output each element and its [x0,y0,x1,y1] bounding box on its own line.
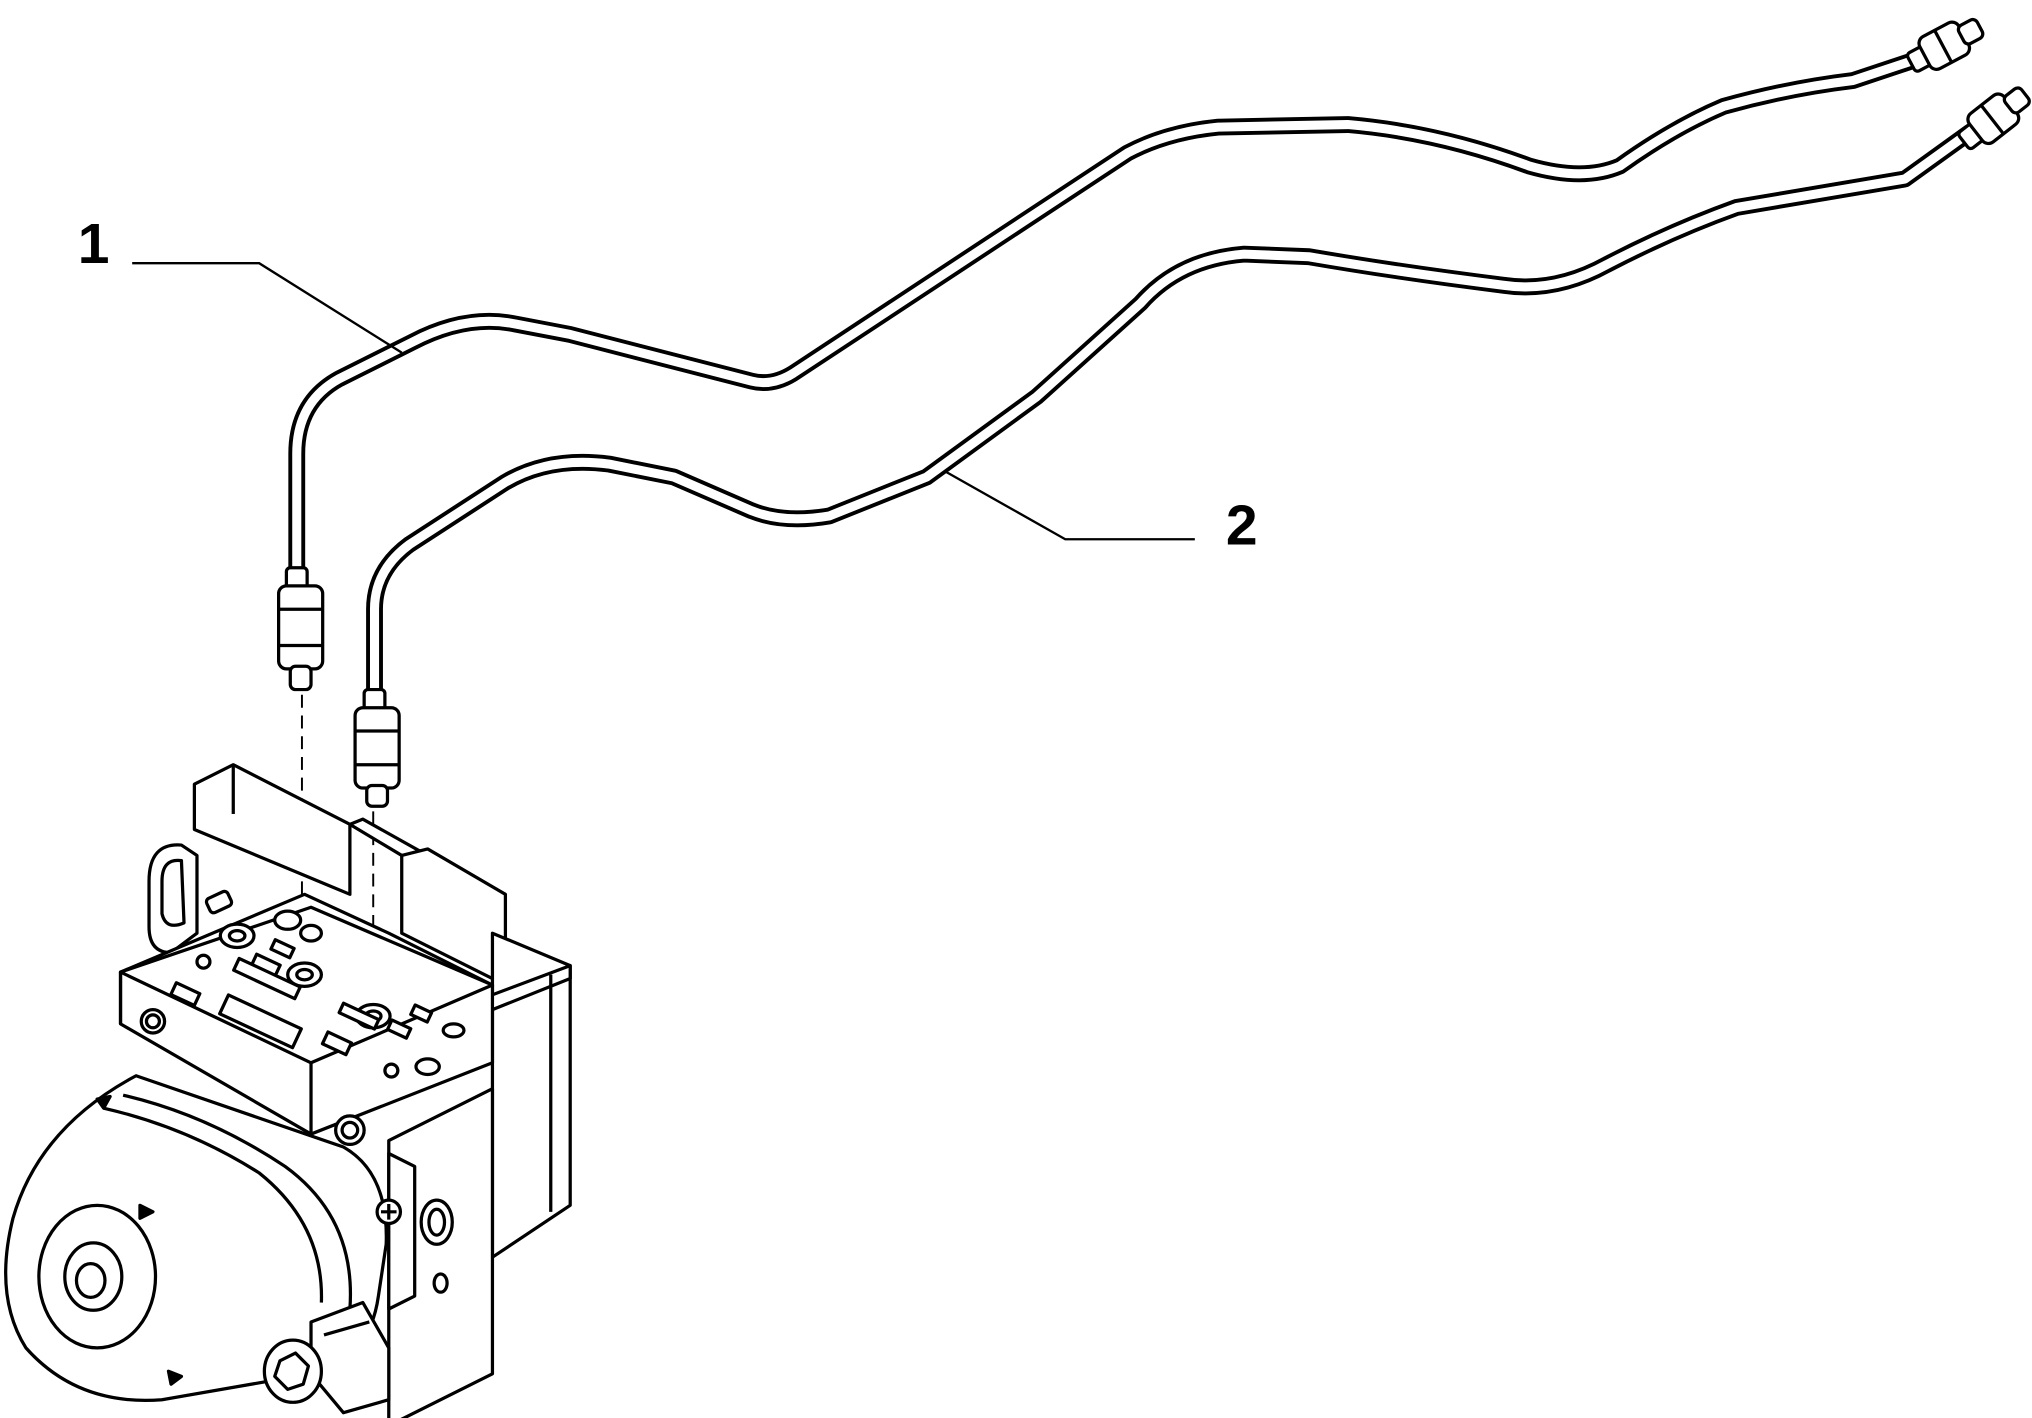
pipe-1-fitting-left [277,566,325,692]
callout-1-label: 1 [78,212,110,276]
leader-lines [132,262,1195,541]
pipe-2-fitting-left [353,687,401,808]
abs-hydraulic-module [4,763,572,1418]
callout-2-label: 2 [1226,493,1258,557]
brake-pipe-2 [375,132,1970,706]
pipe-1-fitting-right [1905,17,1985,73]
pipe-2-fitting-right [1957,86,2031,151]
